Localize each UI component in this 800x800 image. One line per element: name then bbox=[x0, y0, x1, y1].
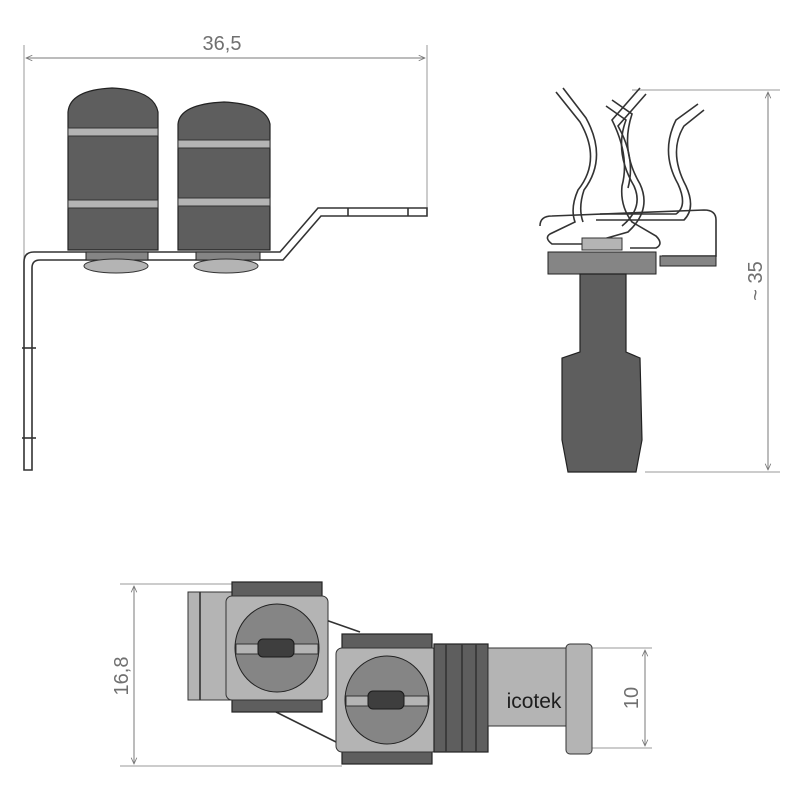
front-view: 36,5 bbox=[22, 33, 428, 471]
small-dimension-label: 10 bbox=[621, 687, 643, 709]
brand-label: icotek bbox=[507, 690, 562, 713]
bracket bbox=[23, 207, 428, 471]
clip-block bbox=[581, 237, 623, 251]
side-dimension-label: 16,8 bbox=[111, 657, 133, 696]
terminal-clip bbox=[177, 101, 271, 274]
connecting-edge bbox=[275, 711, 341, 745]
bracket-strip bbox=[187, 591, 233, 701]
terminal-clip bbox=[225, 581, 329, 713]
housing: icotek bbox=[433, 643, 593, 755]
side-view: ~ 35 bbox=[539, 87, 780, 473]
clip-head-side bbox=[659, 255, 717, 267]
clip-head bbox=[547, 251, 657, 275]
width-dimension-label: 36,5 bbox=[203, 33, 242, 55]
height-dimension-label: ~ 35 bbox=[745, 261, 767, 300]
spring-contacts bbox=[539, 87, 717, 257]
terminal-clip bbox=[335, 633, 439, 765]
clip-stem bbox=[561, 273, 643, 473]
terminal-clip bbox=[67, 87, 159, 274]
top-view: 16,8 10 bbox=[111, 581, 652, 767]
